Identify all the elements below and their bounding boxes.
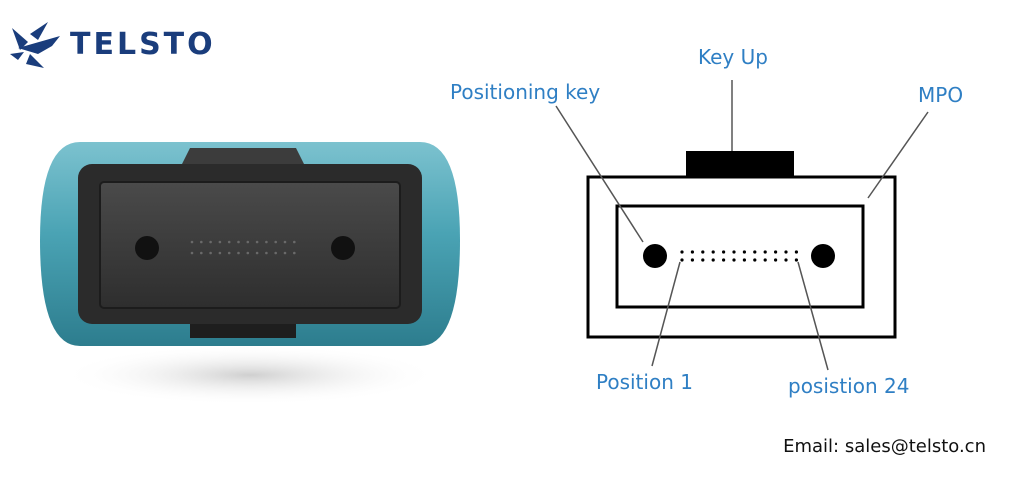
fiber-dot bbox=[784, 258, 788, 262]
fiber-dot-photo bbox=[265, 240, 268, 244]
fiber-dot-photo bbox=[283, 240, 287, 244]
fiber-dot-photo bbox=[274, 240, 277, 244]
brand-name: TELSTO bbox=[70, 27, 216, 62]
fiber-dot bbox=[753, 258, 757, 262]
label-key-up: Key Up bbox=[698, 45, 768, 69]
fiber-dot-photo bbox=[237, 240, 240, 244]
fiber-dot-photo bbox=[209, 240, 212, 244]
leader-position-1 bbox=[651, 261, 681, 367]
guide-hole-left bbox=[135, 236, 159, 260]
label-mpo: MPO bbox=[918, 83, 963, 107]
fiber-dot-photo bbox=[190, 240, 194, 244]
fiber-dot bbox=[701, 258, 705, 262]
fiber-dot bbox=[711, 258, 715, 262]
telsto-bird-logo-icon bbox=[10, 22, 60, 68]
label-position-1: Position 1 bbox=[596, 370, 693, 394]
fiber-dot bbox=[784, 250, 788, 254]
fiber-dot bbox=[774, 258, 778, 262]
fiber-dot-photo bbox=[200, 251, 203, 255]
positioning-hole-left bbox=[643, 244, 667, 268]
telsto-logo: TELSTO bbox=[8, 20, 238, 72]
fiber-dot-photo bbox=[246, 251, 250, 255]
fiber-dot-photo bbox=[274, 251, 277, 255]
leader-mpo bbox=[867, 111, 929, 199]
fiber-dot bbox=[732, 250, 736, 254]
fiber-dot-photo bbox=[237, 251, 240, 255]
label-position-24: posistion 24 bbox=[788, 374, 909, 398]
fiber-dot-photo bbox=[190, 251, 194, 255]
fiber-dot-photo bbox=[293, 251, 296, 255]
fiber-dot bbox=[690, 258, 694, 262]
fiber-dot bbox=[701, 250, 705, 254]
fiber-dot-photo bbox=[227, 251, 231, 255]
fiber-dot bbox=[753, 250, 757, 254]
guide-hole-right bbox=[331, 236, 355, 260]
fiber-dot bbox=[742, 258, 746, 262]
connector-bottom-latch bbox=[190, 324, 296, 338]
fiber-array-photo bbox=[190, 240, 296, 255]
mpo-connector-photo bbox=[40, 142, 460, 405]
fiber-dot-photo bbox=[265, 251, 268, 255]
fiber-dot-photo bbox=[209, 251, 212, 255]
fiber-dot-photo bbox=[200, 240, 203, 244]
label-positioning-key: Positioning key bbox=[450, 80, 600, 104]
fiber-dot bbox=[680, 250, 684, 254]
fiber-array bbox=[680, 250, 798, 262]
fiber-dot bbox=[774, 250, 778, 254]
fiber-dot-photo bbox=[255, 240, 259, 244]
fiber-dot-photo bbox=[283, 251, 287, 255]
leader-positioning-key bbox=[555, 105, 644, 243]
fiber-dot bbox=[794, 258, 798, 262]
fiber-dot bbox=[690, 250, 694, 254]
fiber-dot-photo bbox=[246, 240, 250, 244]
leader-position-24 bbox=[797, 261, 829, 371]
fiber-dot-photo bbox=[293, 240, 296, 244]
fiber-dot bbox=[732, 258, 736, 262]
fiber-dot bbox=[763, 250, 767, 254]
fiber-dot bbox=[722, 250, 726, 254]
mpo-schematic-diagram: Key Up Positioning key MPO Position 1 po… bbox=[450, 45, 963, 398]
fiber-dot bbox=[742, 250, 746, 254]
fiber-dot-photo bbox=[227, 240, 231, 244]
fiber-dot bbox=[722, 258, 726, 262]
key-up-block bbox=[686, 151, 794, 178]
fiber-dot bbox=[680, 258, 684, 262]
fiber-dot-photo bbox=[255, 251, 259, 255]
positioning-hole-right bbox=[811, 244, 835, 268]
photo-shadow bbox=[60, 345, 440, 405]
ferrule-face bbox=[99, 181, 401, 309]
connector-key-photo bbox=[182, 148, 304, 164]
fiber-dot bbox=[794, 250, 798, 254]
fiber-dot-photo bbox=[218, 251, 222, 255]
fiber-dot bbox=[763, 258, 767, 262]
fiber-dot-photo bbox=[218, 240, 222, 244]
fiber-dot bbox=[711, 250, 715, 254]
contact-email: Email: sales@telsto.cn bbox=[783, 436, 986, 457]
